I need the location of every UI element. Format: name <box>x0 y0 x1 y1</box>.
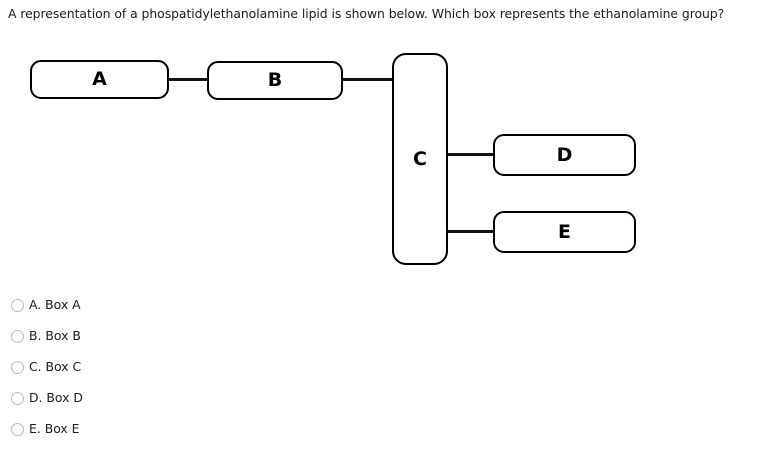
radio-button-d[interactable] <box>11 391 24 405</box>
answer-option-d[interactable]: D. Box D <box>0 387 83 409</box>
connector-a-to-b <box>169 78 208 81</box>
diagram-box-a-label: A <box>92 68 107 90</box>
answer-option-e[interactable]: E. Box E <box>0 418 80 440</box>
radio-button-e[interactable] <box>11 422 24 436</box>
connector-c-to-d <box>447 153 494 156</box>
answer-option-a[interactable]: A. Box A <box>0 294 81 316</box>
diagram-box-d-label: D <box>556 143 573 166</box>
diagram-box-c: C <box>392 53 448 265</box>
diagram-box-d: D <box>493 134 636 176</box>
question-stem: A representation of a phospatidylethanol… <box>8 6 725 21</box>
diagram-box-b-label: B <box>267 69 283 91</box>
answer-option-a-label: A. Box A <box>29 297 81 312</box>
diagram-box-c-label: C <box>413 147 427 170</box>
diagram-box-e-label: E <box>558 220 571 243</box>
answer-option-b[interactable]: B. Box B <box>0 325 81 347</box>
connector-c-to-e <box>447 230 494 233</box>
diagram-box-e: E <box>493 211 636 253</box>
connector-b-to-c <box>343 78 393 81</box>
diagram-box-a: A <box>30 60 169 99</box>
answer-option-c[interactable]: C. Box C <box>0 356 81 378</box>
answer-option-d-label: D. Box D <box>29 390 83 405</box>
radio-button-c[interactable] <box>11 360 24 374</box>
diagram-box-b: B <box>207 61 343 100</box>
radio-button-b[interactable] <box>11 329 24 343</box>
answer-option-e-label: E. Box E <box>29 421 80 436</box>
answer-option-b-label: B. Box B <box>29 328 81 343</box>
lipid-structure-diagram: A B C D E <box>30 53 636 265</box>
radio-button-a[interactable] <box>11 298 24 312</box>
answer-option-c-label: C. Box C <box>29 359 82 374</box>
